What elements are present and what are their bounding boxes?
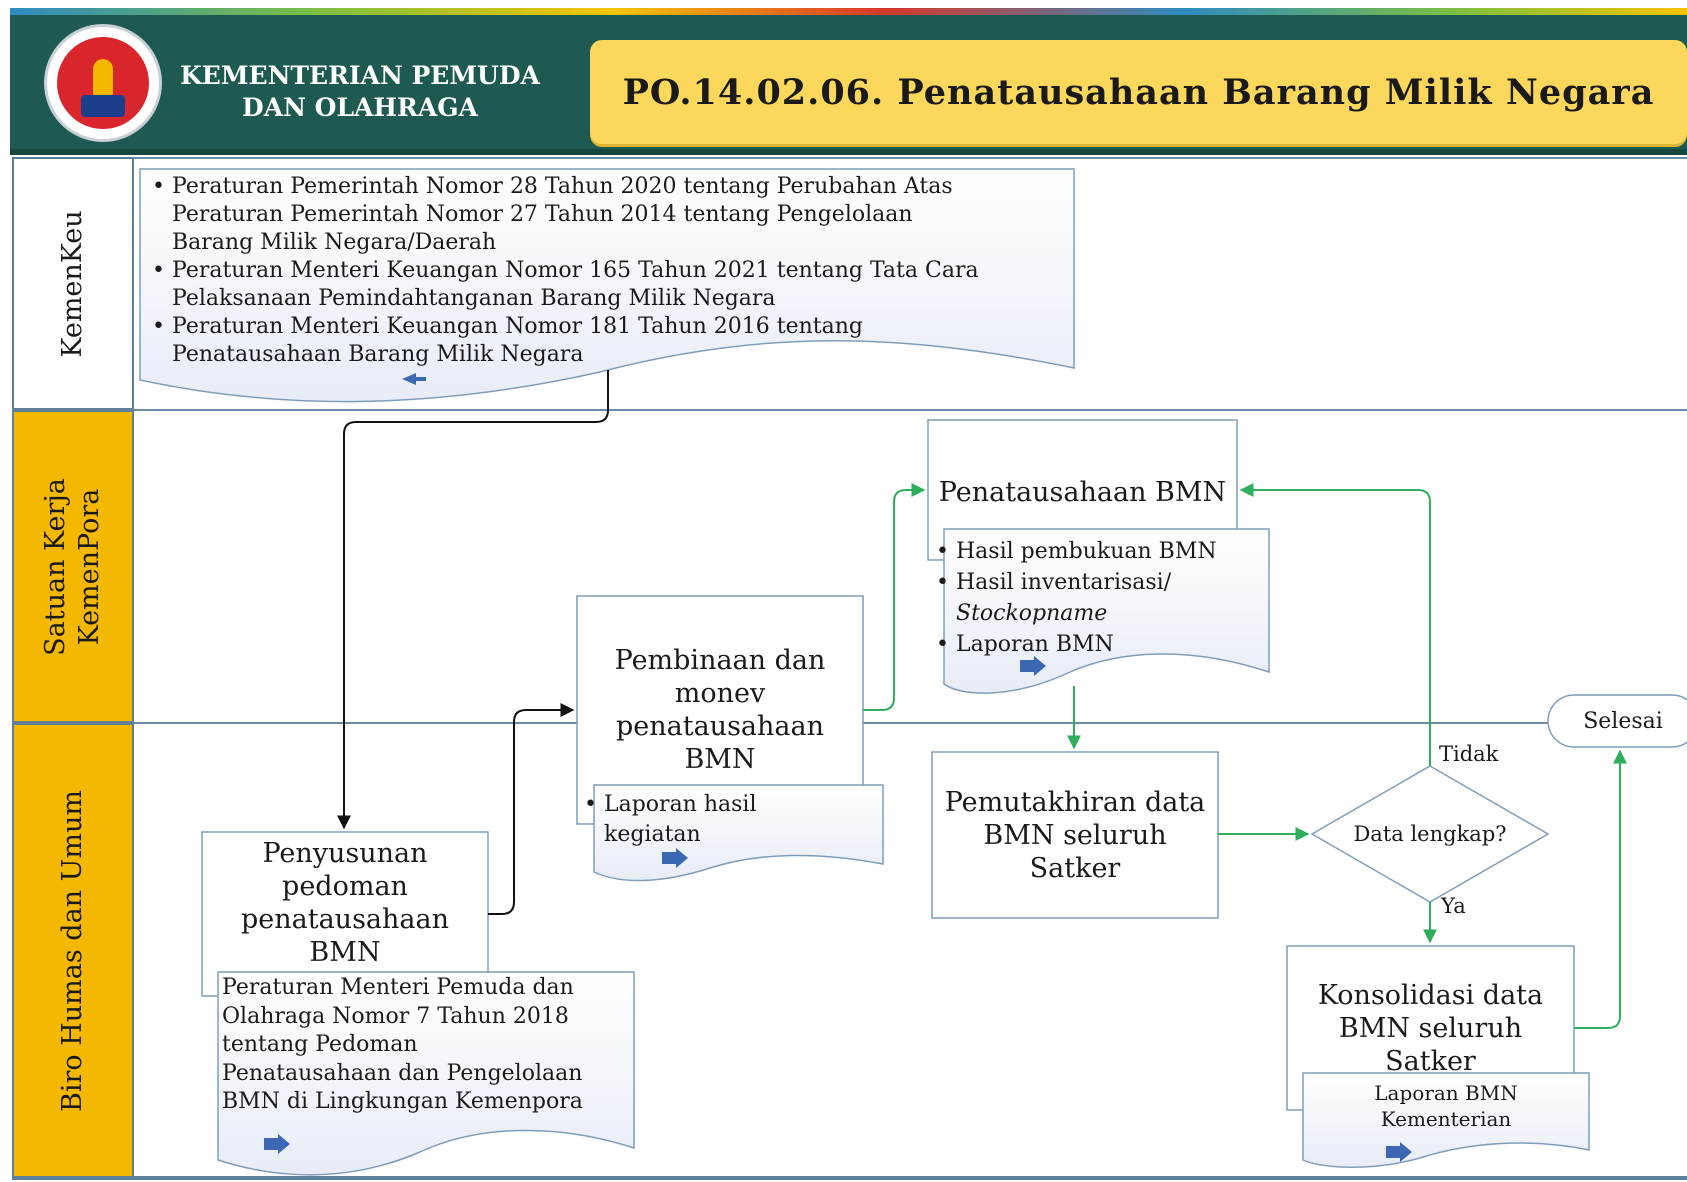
regulation-item: Peraturan Menteri Keuangan Nomor 165 Tah… [146,257,1076,313]
regulation-line: Peraturan Pemerintah Nomor 28 Tahun 2020… [172,174,953,199]
header-banner: KEMENTERIAN PEMUDA DAN OLAHRAGA PO.14.02… [10,8,1687,155]
konsolidasi-line: Satker [1385,1045,1476,1077]
logo-emblem [57,37,149,129]
permenpora-document [217,971,635,1176]
regulation-line: Pelaksanaan Pemindahtanganan Barang Mili… [172,286,776,311]
selesai-label: Selesai [1583,708,1663,734]
hasil-item: Hasil pembukuan BMN [930,536,1269,567]
laporan-kegiatan-arrow-icon [662,848,688,868]
hasil-item: Hasil inventarisasi/ Stockopname [930,567,1269,629]
connector-pembinaan-to-penatausahaan [863,483,926,711]
pembinaan-line: BMN [684,744,756,775]
page-title: PO.14.02.06. Penatausahaan Barang Milik … [622,71,1655,113]
regulation-list: Peraturan Pemerintah Nomor 28 Tahun 2020… [146,173,1076,369]
decision-yes-label: Ya [1441,894,1466,918]
hasil-doc-arrow-icon [1020,656,1046,676]
penyusunan-line: penatausahaan [240,904,449,935]
konsolidasi-label: Konsolidasi data BMN seluruh Satker [1287,978,1574,1078]
decision-no-label: Tidak [1439,742,1499,766]
regulation-line: Peraturan Menteri Keuangan Nomor 165 Tah… [172,258,979,283]
hasil-line: Laporan BMN [956,632,1114,657]
lane-separator-top [134,157,1687,159]
connector-decision-no-to-penatausahaan [1239,483,1431,766]
bottom-border [12,1176,1687,1180]
penatausahaan-label: Penatausahaan BMN [938,476,1227,508]
penyusunan-line: BMN [309,937,381,968]
hasil-text: Hasil pembukuan BMN Hasil inventarisasi/… [936,536,1269,660]
pemutakhiran-line: BMN seluruh [983,819,1167,851]
regulation-line: Penatausahaan Barang Milik Negara [172,342,584,367]
penyusunan-label: Penyusunan pedoman penatausahaan BMN [202,834,488,972]
header-color-stripe [10,8,1687,15]
connector-regulation-to-penyusunan [337,370,609,830]
pemutakhiran-line: Satker [1029,852,1121,884]
connector-penyusunan-to-pembinaan [488,703,575,915]
laporan-kegiatan-line: kegiatan [604,822,701,847]
laporan-kegiatan-line: Laporan hasil [604,792,757,817]
hasil-item: Laporan BMN [930,629,1269,660]
hasil-line: Hasil inventarisasi/ [956,570,1172,595]
laporan-kementerian-document [1302,1072,1590,1168]
org-name-line2: DAN OLAHRAGA [242,93,478,122]
pemutakhiran-process-box [931,751,1219,919]
lane-separator-1 [134,409,1687,411]
permenpora-line: BMN di Lingkungan Kemenpora [222,1089,583,1114]
regulation-line: Peraturan Menteri Keuangan Nomor 181 Tah… [172,314,863,339]
laporan-kementerian-line: Kementerian [1380,1107,1512,1131]
permenpora-line: tentang Pedoman [222,1032,418,1057]
org-name-line1: KEMENTERIAN PEMUDA [180,61,540,90]
pembinaan-label: Pembinaan dan monev penatausahaan BMN [577,640,863,780]
logo-base [81,95,125,117]
permenpora-text: Peraturan Menteri Pemuda dan Olahraga No… [222,974,632,1117]
regulation-line: Peraturan Pemerintah Nomor 27 Tahun 2014… [172,202,913,227]
lane-label-kemenkeu: KemenKeu [12,157,134,410]
permenpora-line: Olahraga Nomor 7 Tahun 2018 [222,1003,569,1029]
pembinaan-line: monev [674,678,766,709]
regulation-item: Peraturan Menteri Keuangan Nomor 181 Tah… [146,313,1076,369]
penyusunan-line: pedoman [282,871,408,902]
permenpora-line: Penatausahaan dan Pengelolaan [222,1060,583,1086]
decision-label: Data lengkap? [1353,821,1507,846]
title-box: PO.14.02.06. Penatausahaan Barang Milik … [590,40,1687,144]
permenpora-doc-arrow-icon [264,1134,290,1154]
konsolidasi-line: Konsolidasi data [1317,979,1544,1011]
lane-separator-2 [134,722,1687,724]
connector-konsolidasi-to-selesai [1574,749,1627,1029]
pemutakhiran-label: Pemutakhiran data BMN seluruh Satker [932,752,1218,918]
selesai-terminator [1547,694,1687,748]
laporan-kementerian-arrow-icon [1386,1142,1412,1162]
regulation-line: Barang Milik Negara/Daerah [172,230,497,255]
pemutakhiran-line: Pemutakhiran data [944,786,1206,818]
laporan-kegiatan-item: Laporan hasil kegiatan [578,790,878,850]
penyusunan-line: Penyusunan [262,838,428,869]
kemenpora-logo-icon [44,24,162,142]
org-name: KEMENTERIAN PEMUDA DAN OLAHRAGA [170,60,550,124]
laporan-kegiatan-text: Laporan hasil kegiatan [584,790,878,850]
header-bottom-bar [10,149,1687,155]
hasil-line: Stockopname [956,601,1108,626]
regulation-doc-arrow-icon [402,373,426,385]
logo-torch [93,59,113,97]
pembinaan-line: Pembinaan dan [614,645,826,676]
permenpora-line: Peraturan Menteri Pemuda dan [222,975,574,1000]
pembinaan-line: penatausahaan [615,711,824,742]
laporan-kementerian-text: Laporan BMN Kementerian [1303,1080,1589,1132]
laporan-kementerian-line: Laporan BMN [1374,1081,1518,1105]
hasil-line: Hasil pembukuan BMN [956,539,1217,564]
konsolidasi-line: BMN seluruh [1338,1012,1523,1044]
regulation-item: Peraturan Pemerintah Nomor 28 Tahun 2020… [146,173,1076,257]
